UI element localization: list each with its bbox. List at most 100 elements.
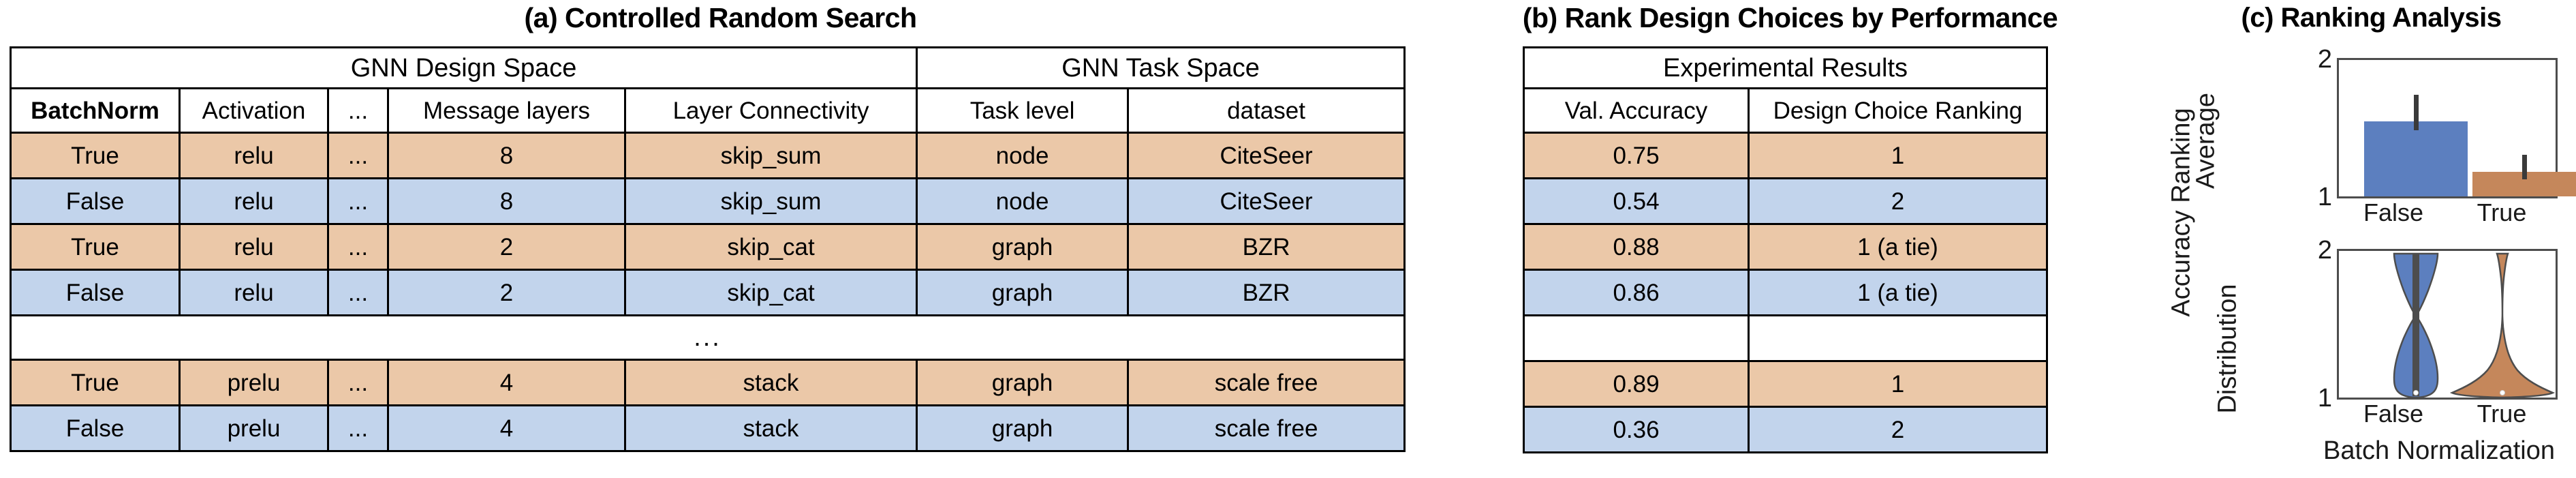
bar-chart-plot-area: 2 1 False True bbox=[2318, 46, 2576, 225]
y-axis-label-average: Average bbox=[2191, 93, 2220, 189]
column-header-dataset: dataset bbox=[1127, 87, 1406, 134]
cell-layer-connectivity: skip_sum bbox=[623, 132, 918, 179]
cell-dataset: BZR bbox=[1127, 269, 1406, 316]
cell-layer-connectivity: stack bbox=[623, 404, 918, 452]
cell-message-layers: 8 bbox=[387, 177, 626, 225]
cell-task-level: graph bbox=[916, 359, 1130, 406]
cell-ranking: 2 bbox=[1747, 177, 2049, 225]
column-header-task-level: Task level bbox=[916, 87, 1130, 134]
error-bar-false bbox=[2414, 95, 2419, 130]
cell-val-accuracy: 0.54 bbox=[1523, 177, 1750, 225]
cell-message-layers: 4 bbox=[387, 359, 626, 406]
bar-xtick-false: False bbox=[2363, 198, 2424, 226]
column-header-activation: Activation bbox=[179, 87, 329, 134]
cell-ellipsis: ... bbox=[327, 177, 389, 225]
cell-ellipsis: ... bbox=[327, 223, 389, 271]
violin-xtick-true: True bbox=[2477, 400, 2527, 428]
cell-activation: prelu bbox=[179, 359, 329, 406]
cell-ellipsis: ... bbox=[327, 359, 389, 406]
cell-batchnorm: True bbox=[10, 359, 181, 406]
panel-c-title: (c) Ranking Analysis bbox=[2241, 3, 2502, 33]
cell-activation: relu bbox=[179, 269, 329, 316]
violin-true-median bbox=[2500, 390, 2505, 395]
error-bar-true bbox=[2522, 155, 2527, 179]
cell-message-layers: 8 bbox=[387, 132, 626, 179]
column-header-design-choice-ranking: Design Choice Ranking bbox=[1747, 87, 2049, 134]
cell-dataset: scale free bbox=[1127, 359, 1406, 406]
cell-layer-connectivity: skip_sum bbox=[623, 177, 918, 225]
cell-activation: relu bbox=[179, 132, 329, 179]
column-header-val-accuracy: Val. Accuracy bbox=[1523, 87, 1750, 134]
cell-activation: relu bbox=[179, 177, 329, 225]
cell-val-accuracy: 0.86 bbox=[1523, 269, 1750, 316]
cell-ellipsis: ... bbox=[327, 404, 389, 452]
table-row: 0.89 1 bbox=[1523, 360, 2049, 408]
table-row: True relu ... 8 skip_sum node CiteSeer bbox=[10, 132, 1406, 179]
violin-ytick-top: 2 bbox=[2317, 236, 2332, 265]
table-row: 0.86 1 (a tie) bbox=[1523, 269, 2049, 316]
cell-blank-left bbox=[1523, 314, 1750, 362]
design-space-table: GNN Design Space GNN Task Space BatchNor… bbox=[9, 46, 1406, 452]
violin-chart-plot-area: 2 1 False True bbox=[2318, 237, 2558, 426]
group-header-design-space: GNN Design Space bbox=[9, 46, 918, 89]
bar-ytick-bottom: 1 bbox=[2317, 183, 2332, 211]
cell-ranking: 1 (a tie) bbox=[1747, 269, 2049, 316]
violin-shapes bbox=[2393, 252, 2556, 398]
cell-batchnorm: True bbox=[10, 132, 181, 179]
cell-dataset: CiteSeer bbox=[1127, 177, 1406, 225]
cell-activation: prelu bbox=[179, 404, 329, 452]
experimental-results-table: Experimental Results Val. Accuracy Desig… bbox=[1522, 46, 2049, 453]
cell-task-level: node bbox=[916, 132, 1130, 179]
cell-batchnorm: False bbox=[10, 269, 181, 316]
bar-ytick-top: 2 bbox=[2317, 45, 2332, 74]
table-row: 0.75 1 bbox=[1523, 132, 2049, 179]
cell-val-accuracy: 0.89 bbox=[1523, 360, 1750, 408]
cell-dataset: BZR bbox=[1127, 223, 1406, 271]
table-row: False relu ... 2 skip_cat graph BZR bbox=[10, 269, 1406, 316]
table-row-ellipsis: ... bbox=[9, 314, 1406, 361]
cell-ranking: 1 bbox=[1747, 360, 2049, 408]
cell-message-layers: 4 bbox=[387, 404, 626, 452]
panel-controlled-random-search: (a) Controlled Random Search GNN Design … bbox=[9, 2, 1406, 452]
cell-task-level: graph bbox=[916, 223, 1130, 271]
bar-false bbox=[2364, 121, 2468, 196]
table-row: True prelu ... 4 stack graph scale free bbox=[10, 359, 1406, 406]
table-row: True relu ... 2 skip_cat graph BZR bbox=[10, 223, 1406, 271]
table-b-column-header-row: Val. Accuracy Design Choice Ranking bbox=[1523, 87, 2049, 134]
column-header-message-layers: Message layers bbox=[387, 87, 626, 134]
table-row: 0.36 2 bbox=[1523, 406, 2049, 453]
cell-task-level: graph bbox=[916, 404, 1130, 452]
cell-ellipsis: ... bbox=[327, 132, 389, 179]
group-header-experimental-results: Experimental Results bbox=[1522, 46, 2049, 89]
panel-a-title: (a) Controlled Random Search bbox=[524, 2, 917, 33]
row-ellipsis-marker: ... bbox=[9, 314, 1406, 361]
column-header-layer-connectivity: Layer Connectivity bbox=[623, 87, 918, 134]
cell-val-accuracy: 0.88 bbox=[1523, 223, 1750, 271]
column-header-batchnorm: BatchNorm bbox=[10, 87, 181, 134]
cell-message-layers: 2 bbox=[387, 269, 626, 316]
table-a-column-header-row: BatchNorm Activation ... Message layers … bbox=[10, 87, 1406, 134]
x-axis-label-batch-normalization: Batch Normalization bbox=[2323, 436, 2556, 465]
cell-blank-right bbox=[1747, 314, 2049, 362]
table-row-blank bbox=[1523, 314, 2049, 362]
violin-ytick-bottom: 1 bbox=[2317, 384, 2332, 413]
table-a-group-header-row: GNN Design Space GNN Task Space bbox=[9, 46, 1406, 89]
cell-task-level: graph bbox=[916, 269, 1130, 316]
cell-dataset: CiteSeer bbox=[1127, 132, 1406, 179]
cell-dataset: scale free bbox=[1127, 404, 1406, 452]
table-row: False prelu ... 4 stack graph scale free bbox=[10, 404, 1406, 452]
y-axis-label-distribution: Distribution bbox=[2213, 284, 2242, 414]
violin-true bbox=[2449, 252, 2556, 398]
violin-false-box bbox=[2412, 253, 2419, 396]
group-header-task-space: GNN Task Space bbox=[916, 46, 1406, 89]
table-b-group-header-row: Experimental Results bbox=[1522, 46, 2049, 89]
violin-false-median bbox=[2413, 390, 2419, 395]
cell-message-layers: 2 bbox=[387, 223, 626, 271]
bar-xtick-true: True bbox=[2477, 198, 2527, 226]
table-row: 0.54 2 bbox=[1523, 177, 2049, 225]
panel-ranking-analysis: (c) Ranking Analysis Accuracy Ranking Av… bbox=[2146, 0, 2576, 478]
table-row: False relu ... 8 skip_sum node CiteSeer bbox=[10, 177, 1406, 225]
cell-layer-connectivity: skip_cat bbox=[623, 223, 918, 271]
cell-layer-connectivity: stack bbox=[623, 359, 918, 406]
